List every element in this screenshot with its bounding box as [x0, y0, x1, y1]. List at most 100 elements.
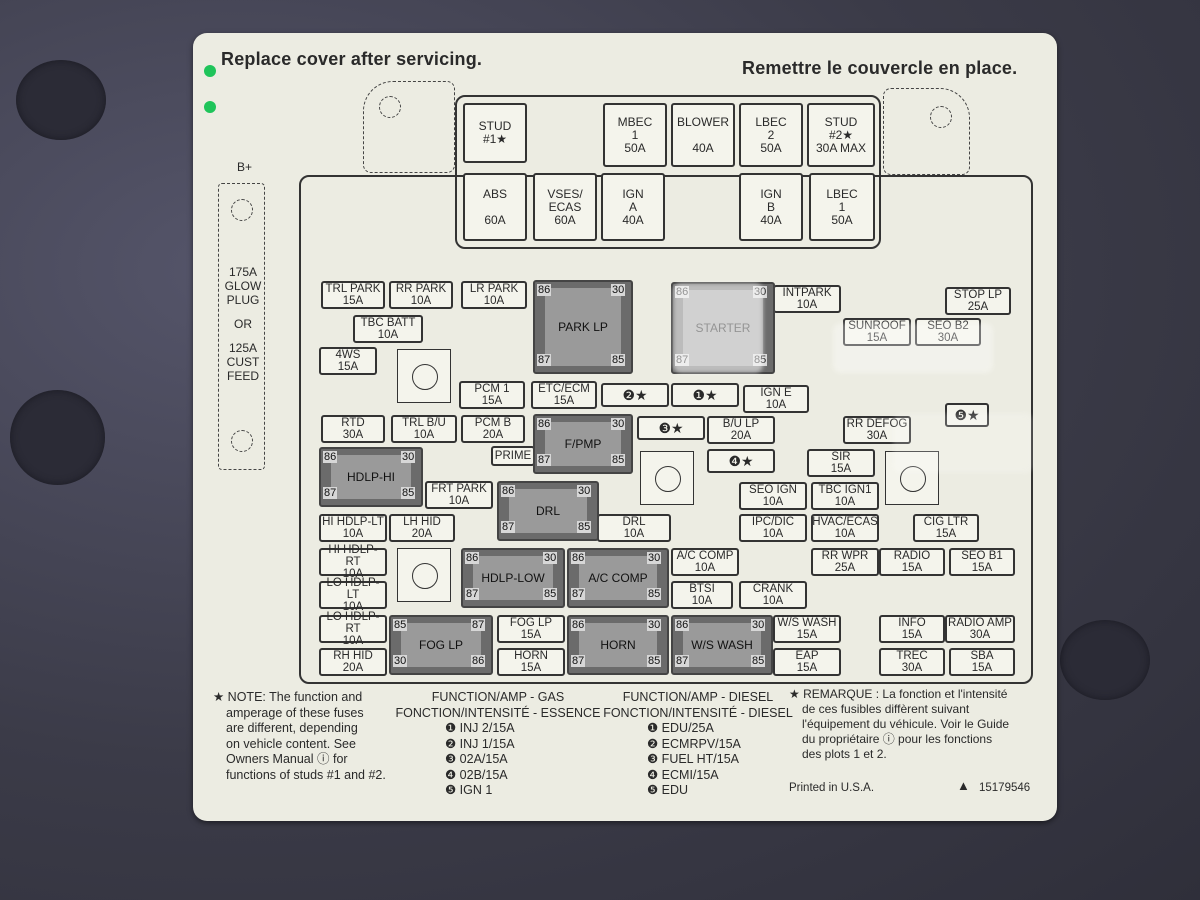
note-fr-line: des plots 1 et 2.	[802, 747, 887, 761]
relay-pin: 85	[751, 655, 766, 667]
fuse-name: INFO	[898, 617, 926, 629]
bplus-label: B+	[237, 160, 253, 174]
numbered-fuse-n3: ❸★	[637, 416, 705, 440]
relay-pin: 87	[571, 655, 586, 667]
relay-name: HORN	[600, 638, 636, 652]
relay-name: W/S WASH	[691, 638, 753, 652]
relay-pin: 86	[675, 619, 690, 631]
fuse-blower: BLOWER 40A	[671, 103, 735, 167]
gas-item: ❷ INJ 1/15A	[445, 736, 515, 751]
fuse-stud2: STUD #2★ 30A MAX	[807, 103, 875, 167]
relay-pin: 86	[465, 552, 480, 564]
fuse-name: CRANK	[752, 583, 794, 595]
fuse-stud1: STUD #1★	[463, 103, 527, 163]
side-amp1: 175A	[228, 265, 258, 279]
relay-pin: 86	[471, 655, 486, 667]
mount-circle	[379, 96, 401, 118]
relay-pin: 30	[577, 485, 592, 497]
relay-pin: 85	[543, 588, 558, 600]
fuse-amp: 10A	[410, 295, 432, 307]
relay-body	[331, 455, 411, 499]
relay-pin: 87	[501, 521, 516, 533]
diesel-legend: FUNCTION/AMP - DIESEL FONCTION/INTENSITÉ…	[603, 690, 793, 721]
fuse-name: W/S WASH	[777, 617, 837, 629]
fuse-name: DRL	[622, 516, 646, 528]
note-line: are different, depending	[226, 721, 358, 735]
bplus-stud-circle	[231, 199, 253, 221]
fuse-lbec2: LBEC 2 50A	[739, 103, 803, 167]
fuse-name: SIR	[831, 451, 851, 463]
diesel-item: ❷ ECMRPV/15A	[647, 736, 741, 751]
fuse-name: HVAC/ECAS	[812, 516, 878, 528]
gas-legend: FUNCTION/AMP - GAS FONCTION/INTENSITÉ - …	[393, 690, 603, 721]
diesel-item: ❸ FUEL HT/15A	[647, 752, 740, 766]
fuse-amp: 15A	[520, 629, 542, 641]
fuse-amp: 15A	[481, 395, 503, 407]
fuse-name: SBA	[970, 650, 994, 662]
fuse-ign-a: IGN A 40A	[601, 173, 665, 241]
relay-body	[683, 623, 761, 667]
fuse-amp: 15A	[342, 295, 364, 307]
fuse-name: SUNROOF	[848, 320, 906, 332]
fuse-amp: 15A	[867, 332, 887, 344]
note-fr-line: ★ REMARQUE : La fonction et l'intensité	[789, 687, 1008, 701]
side-amp2: 125A	[228, 341, 258, 355]
side-feed: FEED	[226, 369, 259, 383]
mount-tab-left	[363, 81, 455, 173]
fuse-amp: 20A	[730, 430, 752, 442]
fuse-amp: 20A	[482, 429, 504, 441]
relay-pin: 87	[571, 588, 586, 600]
fuse-amp: 30A	[901, 662, 923, 674]
relay-pin: 30	[751, 619, 766, 631]
relay-pin: 85	[647, 588, 662, 600]
fuse-vses-ecas: VSES/ ECAS 60A	[533, 173, 597, 241]
fuse-name: EAP	[795, 650, 819, 662]
numbered-fuse-n2: ❷★	[601, 383, 669, 407]
fuse-amp: 15A	[337, 361, 359, 373]
fuse-amp: 15A	[971, 562, 993, 574]
printed-in: Printed in U.S.A.	[789, 782, 875, 794]
fuse-name: TRL B/U	[402, 417, 446, 429]
fuse-amp: 30A	[938, 332, 958, 344]
part-number: 15179546	[979, 782, 1031, 794]
relay-pin: 87	[323, 487, 338, 499]
fuse-name: LH HID	[403, 516, 441, 528]
mounting-hole	[1060, 620, 1150, 700]
fuse-amp: 15A	[796, 629, 818, 641]
fuse-amp: 10A	[765, 399, 787, 411]
relay-body	[545, 422, 621, 466]
diesel-title: FUNCTION/AMP - DIESEL	[622, 690, 774, 704]
diesel-item: ❹ ECMI/15A	[647, 767, 719, 782]
connector-block	[397, 548, 451, 602]
fuse-name: A/C COMP	[676, 550, 734, 562]
main-fuse-outline	[299, 175, 1033, 684]
relay-pin: 86	[323, 451, 338, 463]
note-line: amperage of these fuses	[226, 705, 364, 720]
fuse-name: ETC/ECM	[538, 383, 590, 395]
note-fr-line: de ces fusibles diffèrent suivant	[802, 702, 970, 716]
relay-pin: 87	[537, 454, 552, 466]
diesel-title-fr: FONCTION/INTENSITÉ - DIESEL	[603, 705, 793, 720]
fuse-name: PCM 1	[474, 383, 510, 395]
fuse-amp: 15A	[520, 662, 542, 674]
fuse-name: HI HDLP-LT	[322, 516, 384, 528]
relay-pin: 87	[537, 354, 552, 366]
